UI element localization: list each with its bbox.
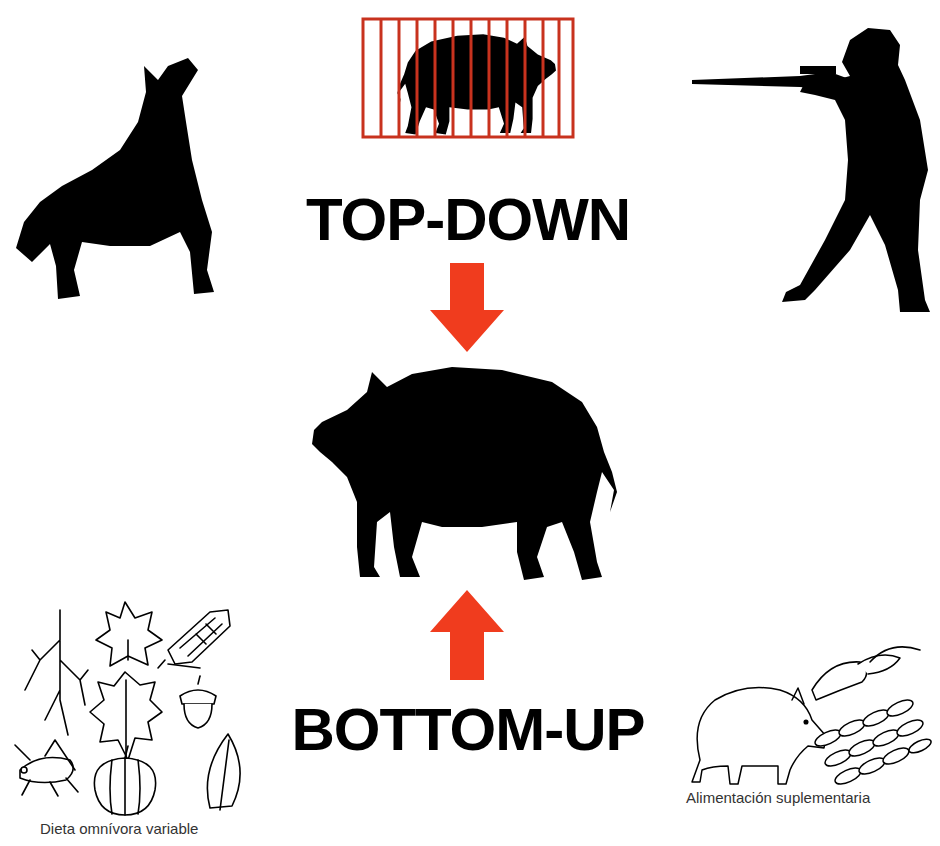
feeding-illustration <box>692 647 933 787</box>
top-down-heading: TOP-DOWN <box>268 190 668 250</box>
diet-caption: Dieta omnívora variable <box>40 820 198 838</box>
bottom-up-heading: BOTTOM-UP <box>268 700 668 760</box>
diet-icons <box>15 602 240 815</box>
hunter-silhouette <box>692 28 930 312</box>
feeding-caption: Alimentación suplementaria <box>686 789 870 807</box>
boar-silhouette <box>312 367 617 580</box>
up-arrow <box>430 590 504 680</box>
down-arrow <box>430 263 504 352</box>
wolf-silhouette <box>16 58 214 299</box>
caged-boar <box>363 19 573 137</box>
